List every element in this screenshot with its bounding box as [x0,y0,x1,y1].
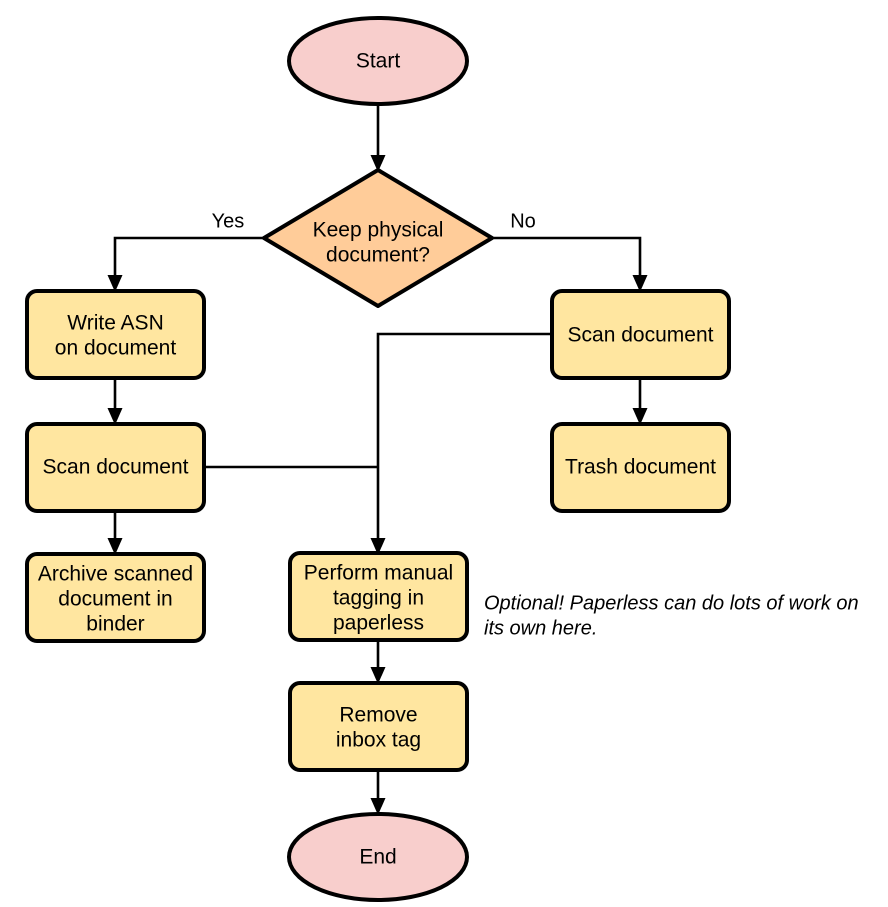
arrowhead-icon [370,667,386,684]
node-manual-tagging[interactable]: Perform manual tagging in paperless [288,551,469,642]
node-end[interactable]: End [287,812,469,902]
node-start[interactable]: Start [287,16,469,106]
node-manual-tagging-label-line1: Perform manual [304,562,453,585]
edge-scanright-to-trash [632,378,648,425]
trash-document-rect-shape[interactable] [550,422,731,513]
node-scan-document-right[interactable]: Scan document [550,289,731,380]
edge-scanright-to-tagging [370,332,552,555]
arrowhead-icon [107,538,123,555]
node-keep-physical-label-line1: Keep physical [313,219,444,242]
arrowhead-icon [370,155,386,172]
edge-start-to-decision [370,104,386,172]
edge-remove-to-end [370,770,386,815]
node-scan-document-left[interactable]: Scan document [25,422,206,513]
node-manual-tagging-label-line2: tagging in [333,587,424,610]
node-remove-inbox-tag-label-line2: inbox tag [336,729,421,752]
edge-line [376,332,552,548]
optional-note-line2: its own here. [484,617,597,639]
node-end-label: End [359,846,396,869]
node-keep-physical-label-line2: document? [326,244,430,267]
edge-label-no: No [510,210,536,232]
end-ellipse-shape[interactable] [287,812,469,902]
scan-document-left-rect-shape[interactable] [25,422,206,513]
write-asn-rect-shape[interactable] [25,289,206,380]
node-scan-document-right-label: Scan document [568,324,714,347]
node-manual-tagging-label-line3: paperless [333,612,424,635]
node-archive-binder-label-line2: document in [58,588,172,611]
node-archive-binder[interactable]: Archive scanned document in binder [25,552,206,643]
node-remove-inbox-tag-label-line1: Remove [339,704,417,727]
arrowhead-icon [107,275,123,292]
node-write-asn[interactable]: Write ASN on document [25,289,206,380]
node-trash-document-label: Trash document [565,456,716,479]
node-scan-document-left-label: Scan document [43,456,189,479]
manual-tagging-rect-shape[interactable] [288,551,469,642]
node-trash-document[interactable]: Trash document [550,422,731,513]
node-write-asn-label-line1: Write ASN [67,312,163,335]
node-keep-physical-document[interactable]: Keep physical document? [262,168,494,308]
edge-tagging-to-remove [370,640,386,684]
nodes-layer: Start Keep physical document? Write ASN … [25,16,731,902]
edges-layer [107,104,648,815]
arrowhead-icon [632,275,648,292]
annotation-optional-note: Optional! Paperless can do lots of work … [484,592,859,639]
arrowhead-icon [107,408,123,425]
arrowhead-icon [370,538,386,555]
edge-decision-no [492,236,648,292]
remove-inbox-tag-rect-shape[interactable] [288,681,469,772]
archive-binder-rect-shape[interactable] [25,552,206,643]
edge-decision-yes [107,236,264,292]
node-archive-binder-label-line1: Archive scanned [38,563,193,586]
arrowhead-icon [370,798,386,815]
start-ellipse-shape[interactable] [287,16,469,106]
edge-labels-layer: Yes No [212,210,536,232]
decision-diamond-shape[interactable] [262,168,494,308]
edge-line [492,236,642,285]
edge-scanleft-to-archive [107,511,123,555]
edge-line [113,236,264,285]
edge-asn-to-scan [107,378,123,425]
node-remove-inbox-tag[interactable]: Remove inbox tag [288,681,469,772]
node-start-label: Start [356,50,401,73]
edge-label-yes: Yes [212,210,245,232]
node-write-asn-label-line2: on document [55,337,177,360]
scan-document-right-rect-shape[interactable] [550,289,731,380]
node-archive-binder-label-line3: binder [86,613,144,636]
optional-note-line1: Optional! Paperless can do lots of work … [484,592,859,614]
arrowhead-icon [632,408,648,425]
